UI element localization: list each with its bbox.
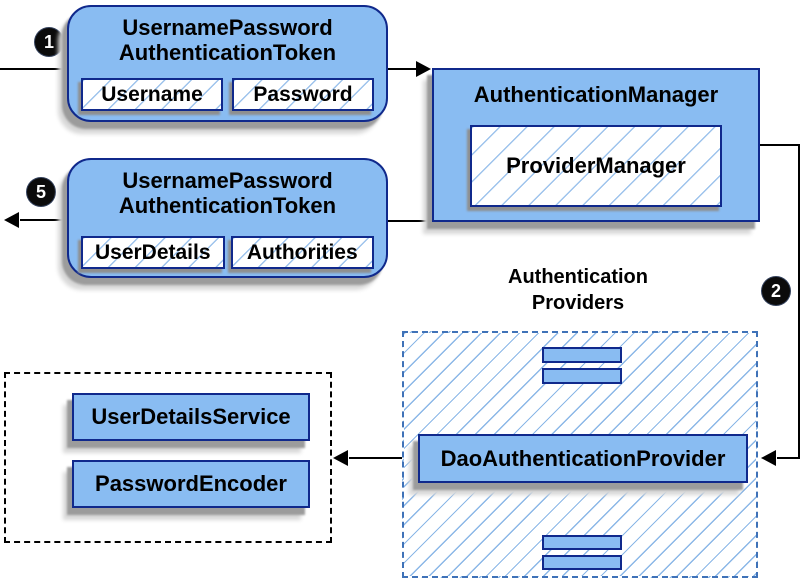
provider-slot-bottom-1 (542, 535, 622, 550)
user-details-service-box: UserDetailsService (72, 393, 310, 441)
authentication-providers-label-line2: Providers (531, 292, 625, 314)
provider-slot-top-2 (542, 368, 622, 384)
result-token-title-line1: UsernamePassword (122, 168, 333, 193)
username-field-box: Username (81, 78, 223, 111)
request-token-fields: Username Password (81, 78, 374, 111)
manager-to-provider-arrow (760, 144, 800, 466)
authentication-manager-title: AuthenticationManager (473, 82, 719, 107)
authentication-manager-box: AuthenticationManager ProviderManager (432, 68, 760, 222)
step5-result-arrow (4, 212, 67, 228)
request-token-title-line1: UsernamePassword (122, 15, 333, 40)
authorities-field-box: Authorities (230, 236, 374, 269)
userdetails-field-box: UserDetails (81, 236, 225, 269)
provider-slot-bottom-2 (542, 555, 622, 570)
request-token-box: UsernamePassword AuthenticationToken Use… (67, 5, 388, 122)
authentication-providers-label: Authentication Providers (478, 264, 678, 316)
step-badge-2: 2 (762, 277, 790, 305)
step-badge-5: 5 (27, 178, 55, 206)
request-token-title-line2: AuthenticationToken (118, 40, 337, 65)
provider-slot-top-1 (542, 347, 622, 363)
password-encoder-box: PasswordEncoder (72, 460, 310, 508)
result-token-title-line2: AuthenticationToken (118, 193, 337, 218)
authentication-providers-label-line1: Authentication (508, 266, 648, 288)
result-token-title: UsernamePassword AuthenticationToken (69, 168, 386, 218)
result-token-fields: UserDetails Authorities (81, 236, 374, 269)
provider-manager-box: ProviderManager (470, 125, 722, 207)
password-field-box: Password (232, 78, 374, 111)
dao-authentication-provider-box: DaoAuthenticationProvider (418, 434, 748, 483)
result-token-box: UsernamePassword AuthenticationToken Use… (67, 158, 388, 278)
request-token-title: UsernamePassword AuthenticationToken (69, 15, 386, 65)
step-badge-1: 1 (35, 28, 63, 56)
